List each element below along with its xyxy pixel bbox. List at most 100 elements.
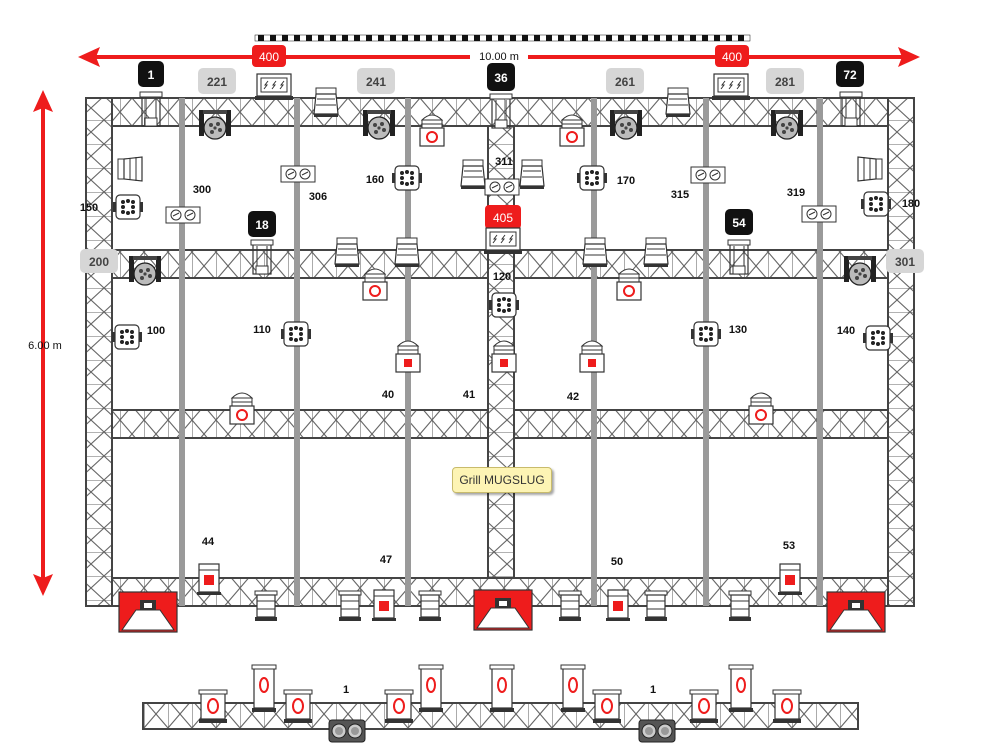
fixture-icon [592,689,622,724]
label-110: 110 [253,324,271,336]
speaker-icon [473,589,533,631]
label-50: 50 [611,556,623,568]
label-40: 40 [382,389,394,401]
blinder-icon [280,165,316,183]
led-fixture-icon [391,165,423,191]
svg-text:18: 18 [255,218,269,232]
fixture-icon [605,589,631,622]
par-can-icon [519,159,545,190]
height-dimension-arrow [33,90,53,596]
badge-221: 221 [198,68,236,94]
label-315: 315 [671,189,689,201]
spot-fixture-icon [616,268,642,301]
par-can-icon [460,159,486,190]
svg-text:241: 241 [366,75,386,89]
label-42: 42 [567,391,579,403]
speaker-icon [118,591,178,633]
svg-text:221: 221 [207,75,227,89]
blinder-icon [801,205,837,223]
height-label: 6.00 m [28,340,62,352]
svg-text:1: 1 [148,68,155,82]
hazard-stripe [254,34,751,42]
fixture-icon [418,664,444,713]
par-can-icon [394,237,420,268]
led-fixture-icon [111,324,143,350]
width-label: 10.00 m [479,51,519,63]
badge-18: 18 [248,211,276,237]
svg-text:72: 72 [843,68,857,82]
led-fixture-icon [112,194,144,220]
label-47: 47 [380,554,392,566]
label-bottom-1-right: 1 [650,684,656,696]
label-53: 53 [783,540,795,552]
led-fixture-icon [280,321,312,347]
badge-241: 241 [357,68,395,94]
svg-text:405: 405 [493,211,513,225]
side-par-icon [857,156,883,182]
led-fixture-icon [860,191,892,217]
svg-text:301: 301 [895,255,915,269]
fixture-icon [384,689,414,724]
grill-tooltip: Grill MUGSLUG [452,467,552,493]
label-150: 150 [80,202,98,214]
label-180: 180 [902,198,920,210]
spot-fixture-icon [579,340,605,373]
badge-1: 1 [138,61,164,87]
svg-text:200: 200 [89,255,109,269]
badge-301: 301 [886,249,924,273]
par-can-icon [254,590,278,622]
strobe-icon [483,227,523,255]
svg-text:54: 54 [732,216,746,230]
fixture-icon [196,563,222,596]
par-can-icon [418,590,442,622]
blinder-icon [484,178,520,196]
label-311: 311 [495,156,513,168]
par-can-icon [728,590,752,622]
label-44: 44 [202,536,215,548]
side-par-icon [117,156,143,182]
label-170: 170 [617,175,635,187]
spot-fixture-icon [362,268,388,301]
badge-281: 281 [766,68,804,94]
par-can-icon [558,590,582,622]
spot-fixture-icon [491,340,517,373]
led-fixture-icon [690,321,722,347]
label-306: 306 [309,191,327,203]
led-fixture-icon [576,165,608,191]
spot-fixture-icon [748,392,774,425]
strobe-icon [711,73,751,101]
par-can-icon [665,87,691,118]
fixture-icon [489,664,515,713]
fixture-icon [251,664,277,713]
svg-text:261: 261 [615,75,635,89]
badge-54: 54 [725,209,753,235]
label-319: 319 [787,187,805,199]
fixture-icon [772,689,802,724]
fixture-icon [283,689,313,724]
fixture-icon [728,664,754,713]
par-can-icon [582,237,608,268]
par-can-icon [644,590,668,622]
par-can-icon [643,237,669,268]
badge-72: 72 [836,61,864,87]
label-140: 140 [837,325,855,337]
badge-400-left: 400 [252,45,286,67]
fixture-icon [371,589,397,622]
label-160: 160 [366,174,384,186]
fixture-icon [777,563,803,596]
spot-fixture-icon [419,114,445,147]
label-bottom-1-left: 1 [343,684,349,696]
label-130: 130 [729,324,747,336]
spot-fixture-icon [395,340,421,373]
fixture-icon [198,689,228,724]
badge-261: 261 [606,68,644,94]
spot-fixture-icon [559,114,585,147]
fixture-icon [560,664,586,713]
svg-text:400: 400 [259,50,279,64]
strobe-icon [254,73,294,101]
label-120: 120 [493,271,511,283]
label-41: 41 [463,389,475,401]
svg-text:281: 281 [775,75,795,89]
spot-fixture-icon [229,392,255,425]
